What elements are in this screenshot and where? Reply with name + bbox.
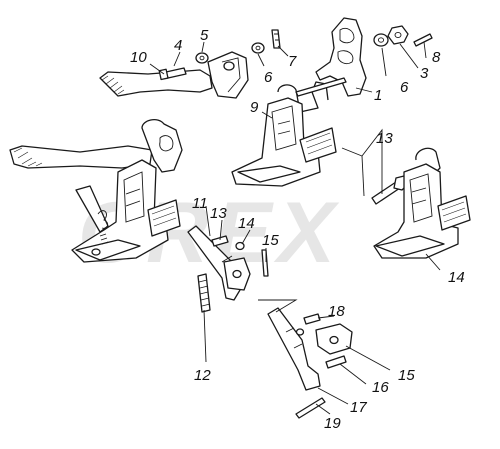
- callout-8: 8: [432, 49, 441, 66]
- callout-1: 1: [374, 87, 382, 104]
- callout-9: 9: [250, 99, 259, 116]
- callout-14-mid: 14: [238, 215, 255, 232]
- callout-15-mid: 15: [262, 232, 279, 249]
- callout-16: 16: [372, 379, 389, 396]
- pin-8: [413, 33, 433, 47]
- spring-12: [197, 273, 211, 313]
- lever-17: [267, 307, 321, 391]
- washer-6b: [373, 33, 389, 47]
- washer-5: [195, 52, 209, 64]
- nut-3: [387, 25, 409, 45]
- callout-15-lower: 15: [398, 367, 415, 384]
- leader-lines: [149, 41, 441, 415]
- callout-13-mid: 13: [210, 205, 227, 222]
- spring-lever: [75, 185, 109, 245]
- rod: [295, 77, 347, 97]
- callout-10: 10: [130, 49, 147, 66]
- pin-19: [295, 397, 326, 419]
- callout-4: 4: [174, 37, 182, 54]
- callout-6-upper-left: 6: [264, 69, 273, 86]
- bolt-18: [303, 313, 321, 325]
- callout-14-right: 14: [448, 269, 465, 286]
- hook-bracket-1: [315, 17, 367, 97]
- clutch-pedal-arm: [9, 118, 183, 173]
- callout-6-upper-right: 6: [400, 79, 409, 96]
- callout-11: 11: [192, 195, 208, 212]
- pedal-arm-10: [99, 51, 249, 99]
- left-pedal-base: [71, 159, 181, 263]
- callout-5: 5: [200, 27, 209, 44]
- pin-15-mid: [261, 249, 269, 277]
- pedal-base-9: [231, 81, 337, 187]
- bolt-16: [325, 355, 347, 369]
- callouts: 10 4 5 6 7 9 1 6 3 8 13 11 13 14 15 14 1…: [130, 27, 465, 432]
- callout-12: 12: [194, 367, 211, 384]
- callout-18: 18: [328, 303, 345, 320]
- pedal-base-14-right: [373, 147, 471, 259]
- bracket-15-lower: [315, 323, 353, 355]
- callout-13-right: 13: [376, 130, 393, 147]
- pin-7: [271, 29, 281, 49]
- callout-17: 17: [350, 399, 367, 416]
- washer-14-mid: [235, 241, 245, 251]
- callout-3: 3: [420, 65, 429, 82]
- bolt-13-mid: [211, 235, 229, 247]
- bolt-13-right: [371, 175, 409, 205]
- bracket-mid: [223, 257, 251, 291]
- washer-6a: [251, 42, 265, 54]
- callout-19: 19: [324, 415, 341, 432]
- callout-7: 7: [288, 53, 297, 70]
